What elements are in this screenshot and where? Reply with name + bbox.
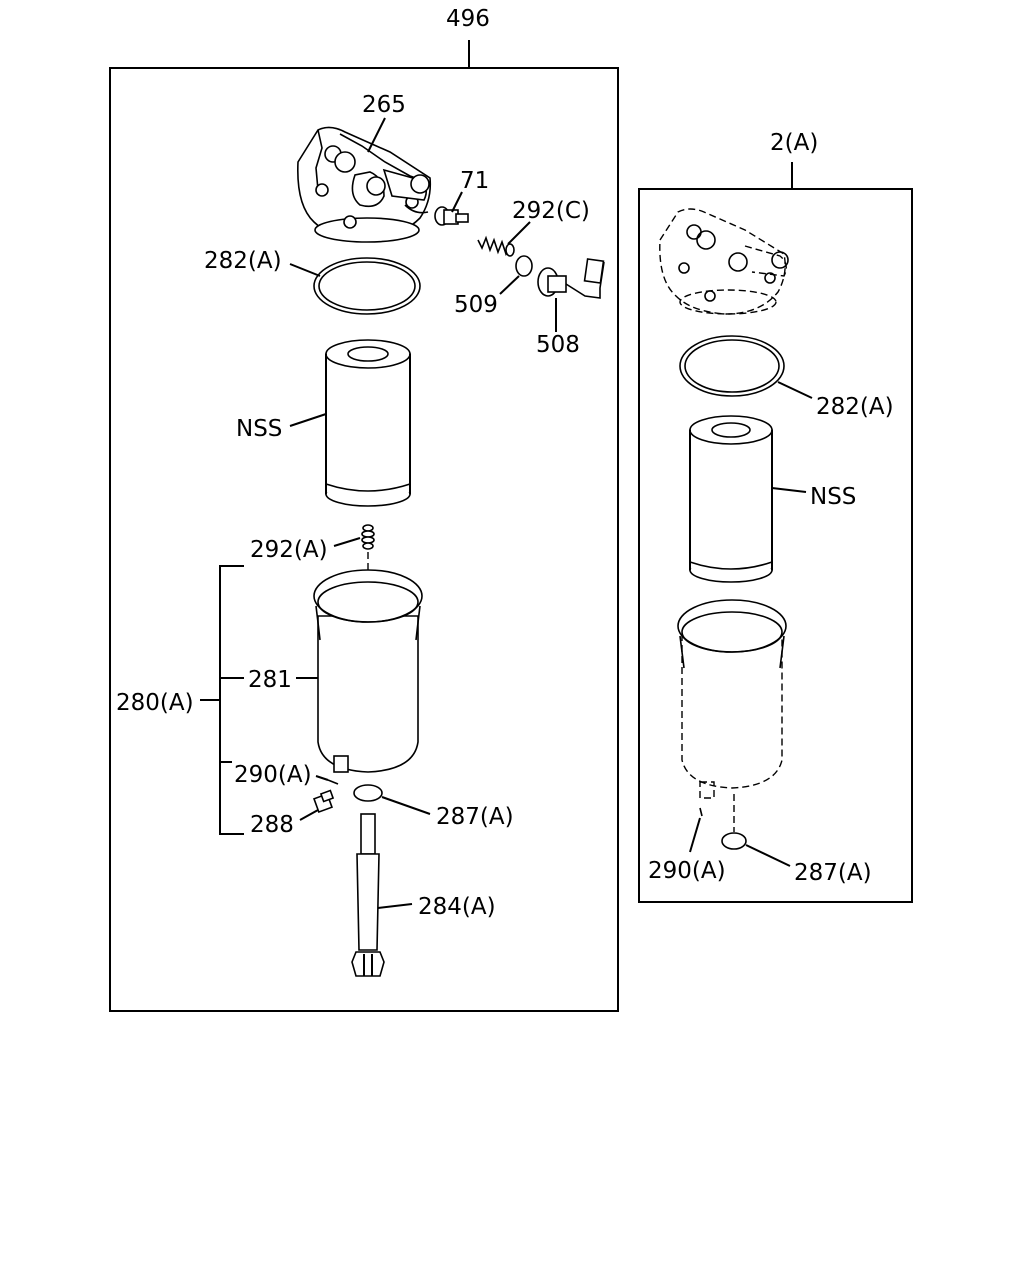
- alt-callout-282a: 282(A): [816, 394, 894, 420]
- callout-292c: 292(C): [512, 198, 590, 224]
- fitting-71: [434, 206, 469, 226]
- alt-callout-nss: NSS: [810, 484, 856, 510]
- alt-filter-element-nss: [689, 415, 773, 583]
- bracket-280a: [219, 565, 244, 835]
- sensor-508: [537, 258, 605, 299]
- phantom-filter-head: [659, 208, 789, 315]
- alt-gasket-282a: [679, 335, 785, 397]
- washer-287a: [353, 784, 383, 802]
- alternate-frame: [638, 188, 913, 903]
- callout-508: 508: [536, 332, 580, 358]
- bowl-281: [313, 569, 423, 773]
- spring-292c: [477, 235, 515, 257]
- callout-282a: 282(A): [204, 248, 282, 274]
- callout-284a: 284(A): [418, 894, 496, 920]
- alt-drain-seal-290a: [699, 807, 703, 817]
- callout-288: 288: [250, 812, 294, 838]
- drain-plug-288: [313, 789, 335, 813]
- oring-509: [515, 255, 533, 277]
- gasket-282a: [313, 257, 421, 315]
- callout-nss: NSS: [236, 416, 282, 442]
- filter-head-265: [297, 126, 432, 243]
- alt-callout-287a: 287(A): [794, 860, 872, 886]
- assembly-496: 496 265 71: [109, 6, 619, 1012]
- callout-287a: 287(A): [436, 804, 514, 830]
- filter-element-nss: [325, 339, 411, 507]
- assembly-label: 496: [446, 6, 490, 32]
- callout-509: 509: [454, 292, 498, 318]
- bolt-284a: [351, 813, 385, 977]
- callout-292a: 292(A): [250, 537, 328, 563]
- phantom-bowl: [677, 599, 787, 799]
- callout-71: 71: [460, 168, 489, 194]
- alt-callout-290a: 290(A): [648, 858, 726, 884]
- callout-281: 281: [248, 667, 292, 693]
- callout-265: 265: [362, 92, 406, 118]
- alt-washer-287a: [721, 832, 747, 850]
- alternate-label: 2(A): [770, 130, 818, 156]
- spring-292a: [361, 524, 375, 550]
- callout-290a: 290(A): [234, 762, 312, 788]
- drain-seal-290a: [327, 779, 339, 785]
- assembly-frame: [109, 67, 619, 1012]
- assembly-2a: 2(A) 282(A): [638, 130, 913, 903]
- callout-280a: 280(A): [116, 690, 194, 716]
